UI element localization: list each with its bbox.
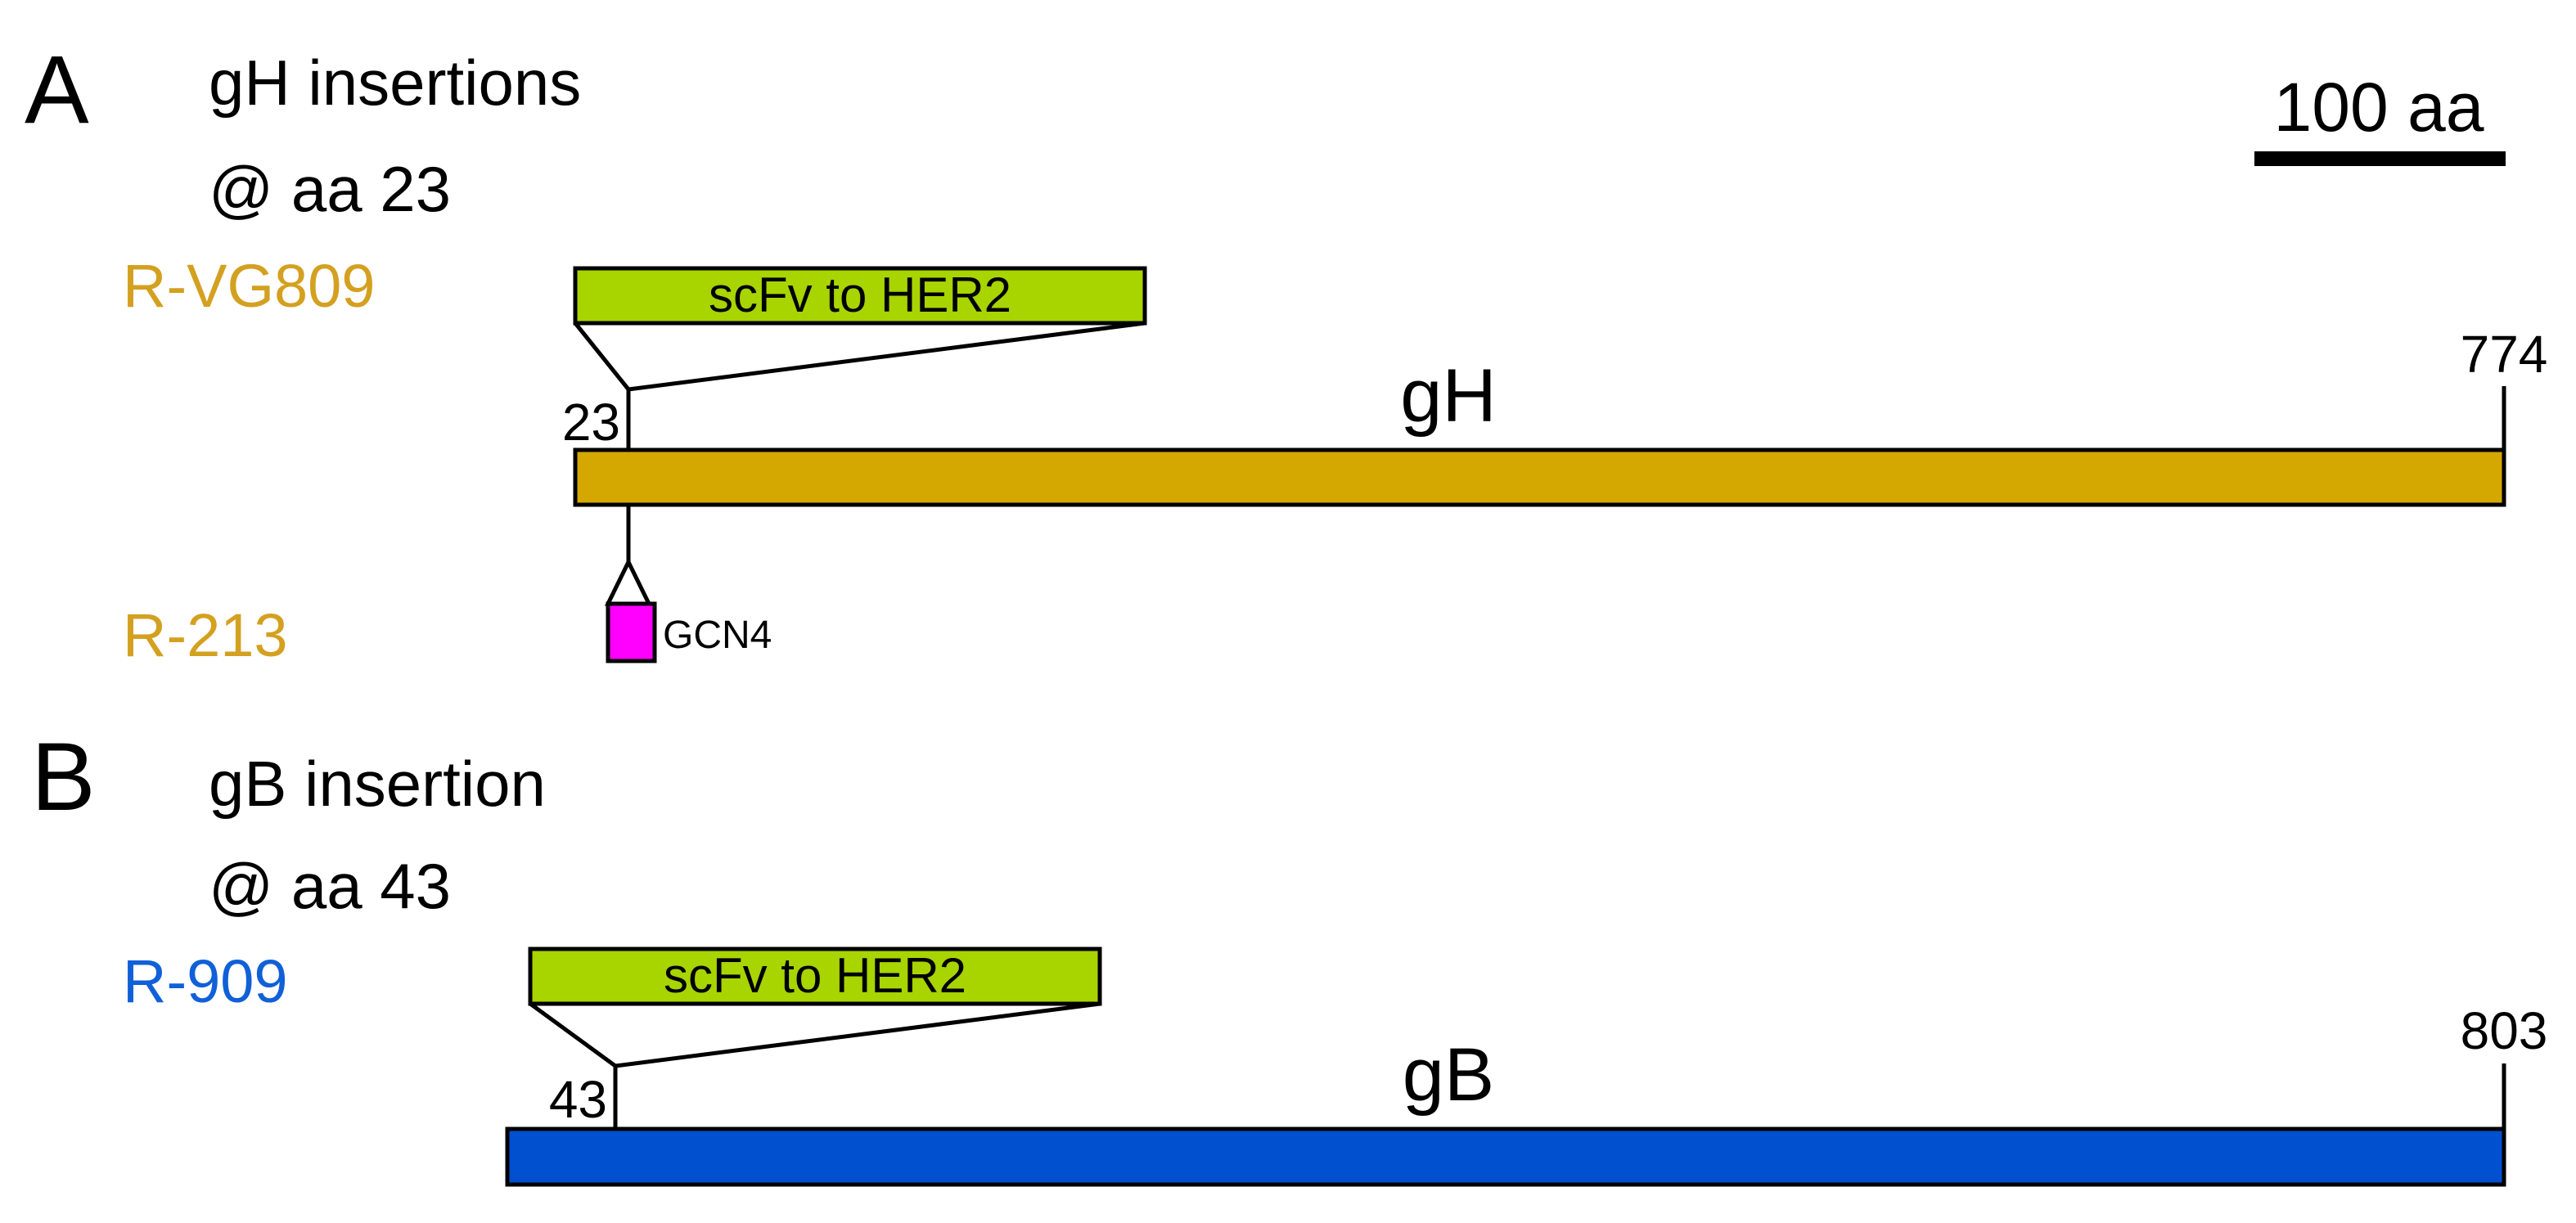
construct-label-r-909: R-909 xyxy=(123,947,288,1015)
panel-a-subheading: @ aa 23 xyxy=(209,153,451,225)
panel-b-heading: gB insertion xyxy=(209,748,546,820)
insertion-site-label-gb: 43 xyxy=(549,1070,607,1129)
gb-protein-bar xyxy=(505,1126,2506,1187)
gb-protein-label: gB xyxy=(1403,1033,1495,1117)
gb-end-label: 803 xyxy=(2461,1001,2548,1060)
scfv-insert-box-gb xyxy=(528,946,1102,1006)
scale-bar-line xyxy=(2254,151,2506,166)
panel-b-subheading: @ aa 43 xyxy=(209,850,451,922)
panel-a: A gH insertions @ aa 23 R-VG809 R-213 sc… xyxy=(25,36,2547,669)
insertion-site-label-gh: 23 xyxy=(562,393,620,452)
panel-b-letter: B xyxy=(31,723,96,831)
construct-label-r-vg809: R-VG809 xyxy=(123,252,375,320)
scfv-insert-label-gb: scFv to HER2 xyxy=(664,948,966,1003)
panel-b: B gB insertion @ aa 43 R-909 scFv to HER… xyxy=(31,723,2548,1187)
scfv-insert-box-gh xyxy=(573,266,1147,326)
construct-label-r-213: R-213 xyxy=(123,601,288,669)
insertion-wedge-gb xyxy=(529,1001,1101,1068)
gh-end-label: 774 xyxy=(2461,325,2548,384)
scfv-insert-label-gh: scFv to HER2 xyxy=(709,268,1011,322)
insertion-wedge-gh xyxy=(574,321,1146,392)
scale-bar: 100 aa xyxy=(2254,69,2506,166)
panel-a-heading: gH insertions xyxy=(209,47,581,119)
gh-protein-bar xyxy=(573,447,2506,507)
panel-a-letter: A xyxy=(25,36,89,144)
gcn4-label: GCN4 xyxy=(663,614,772,657)
gh-protein-label: gH xyxy=(1400,354,1497,438)
gcn4-insert-box xyxy=(606,601,657,663)
scale-bar-label: 100 aa xyxy=(2274,69,2484,146)
gcn4-wedge xyxy=(604,557,653,606)
